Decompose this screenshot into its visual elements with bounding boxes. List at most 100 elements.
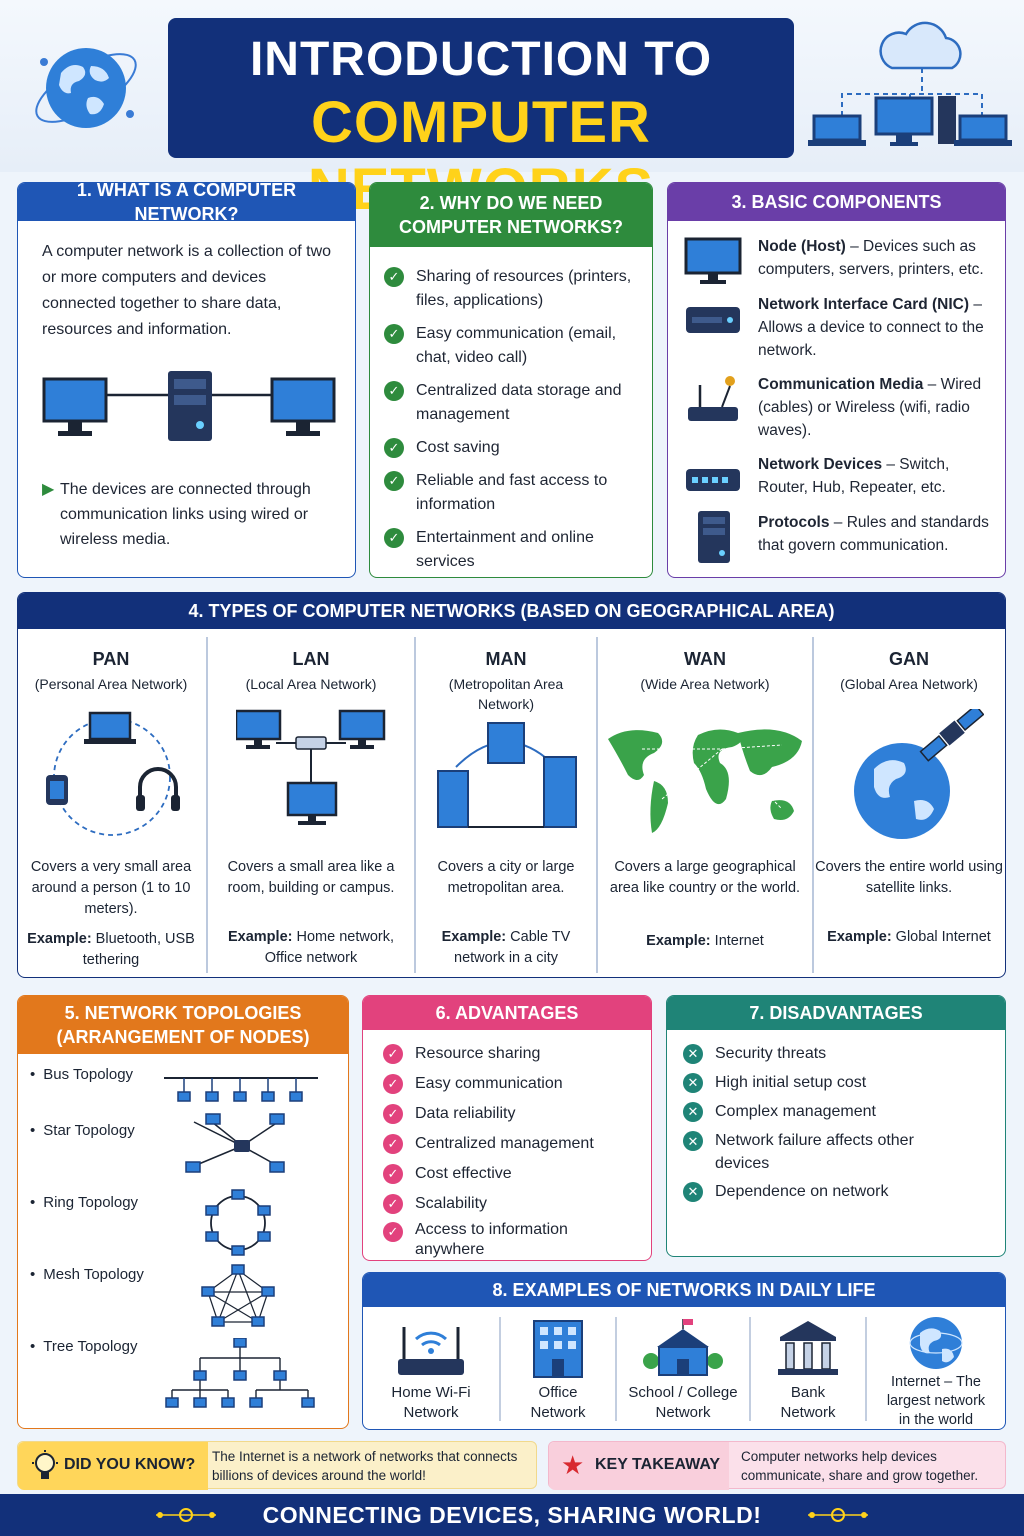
title-banner: INTRODUCTION TO COMPUTER NETWORKS bbox=[168, 18, 794, 222]
router-antenna-icon bbox=[688, 376, 738, 421]
network-node-icon bbox=[156, 1508, 216, 1522]
example-bank: Bank Network bbox=[751, 1313, 865, 1425]
office-building-icon bbox=[533, 1320, 583, 1378]
checkmark-icon: ✓ bbox=[384, 438, 404, 458]
lan-computers-icon bbox=[236, 709, 386, 825]
mesh-topology-diagram bbox=[201, 1264, 275, 1327]
component-devices: Network Devices – Switch, Router, Hub, R… bbox=[682, 453, 1002, 505]
disadvantage-item: ✕Complex management bbox=[683, 1100, 923, 1124]
section-8-title: 8. EXAMPLES OF NETWORKS IN DAILY LIFE bbox=[363, 1273, 1005, 1307]
section-4-title: 4. TYPES OF COMPUTER NETWORKS (BASED ON … bbox=[18, 593, 1005, 629]
checkmark-icon: ✓ bbox=[383, 1044, 403, 1064]
disadvantage-item: ✕Dependence on network bbox=[683, 1180, 923, 1204]
reason-item: ✓Entertainment and online services bbox=[384, 526, 648, 574]
section-basic-components: 3. BASIC COMPONENTS Node (Host) – Device… bbox=[667, 182, 1006, 578]
cross-icon: ✕ bbox=[683, 1182, 703, 1202]
two-computers-server-icon bbox=[42, 371, 336, 441]
network-type-man: MAN (Metropolitan Area Network) Covers a… bbox=[416, 637, 596, 977]
footer-text: CONNECTING DEVICES, SHARING WORLD! bbox=[262, 1502, 762, 1528]
advantages-list: ✓Resource sharing ✓Easy communication ✓D… bbox=[383, 1042, 645, 1260]
disadvantages-list: ✕Security threats ✕High initial setup co… bbox=[683, 1042, 923, 1204]
cloud-network-icon bbox=[808, 21, 1012, 146]
component-media: Communication Media – Wired (cables) or … bbox=[682, 373, 1002, 442]
network-node-icon bbox=[808, 1508, 868, 1522]
example-home-wifi: Home Wi-Fi Network bbox=[363, 1313, 499, 1425]
section-disadvantages: 7. DISADVANTAGES ✕Security threats ✕High… bbox=[666, 995, 1006, 1257]
advantage-item: ✓Access to information anywhere bbox=[383, 1220, 645, 1260]
bus-topology-diagram bbox=[164, 1077, 318, 1102]
section-1-title: 1. WHAT IS A COMPUTER NETWORK? bbox=[18, 183, 355, 224]
section-7-title: 7. DISADVANTAGES bbox=[667, 996, 1005, 1030]
checkmark-icon: ✓ bbox=[383, 1164, 403, 1184]
bank-icon bbox=[778, 1321, 838, 1375]
reason-item: ✓Reliable and fast access to information bbox=[384, 469, 648, 517]
world-map-icon bbox=[608, 729, 802, 833]
wifi-router-icon bbox=[398, 1327, 464, 1375]
section-network-types: 4. TYPES OF COMPUTER NETWORKS (BASED ON … bbox=[17, 592, 1006, 978]
key-takeaway-text: Computer networks help devices communica… bbox=[741, 1449, 979, 1483]
key-takeaway-box: ★ KEY TAKEAWAY Computer networks help de… bbox=[548, 1441, 1006, 1490]
globe-icon bbox=[35, 48, 137, 128]
advantage-item: ✓Easy communication bbox=[383, 1072, 645, 1096]
cross-icon: ✕ bbox=[683, 1102, 703, 1122]
network-type-wan: WAN (Wide Area Network) Covers a large g… bbox=[598, 637, 812, 977]
section-3-title: 3. BASIC COMPONENTS bbox=[668, 183, 1005, 221]
topology-ring-label: Ring Topology bbox=[30, 1194, 138, 1211]
topology-star-label: Star Topology bbox=[30, 1122, 134, 1139]
reason-item: ✓Sharing of resources (printers, files, … bbox=[384, 265, 648, 313]
pan-devices-icon bbox=[46, 711, 180, 836]
did-you-know-box: DID YOU KNOW? The Internet is a network … bbox=[17, 1441, 537, 1490]
advantage-item: ✓Resource sharing bbox=[383, 1042, 645, 1066]
example-office: Office Network bbox=[501, 1313, 615, 1425]
checkmark-icon: ✓ bbox=[383, 1222, 403, 1242]
reasons-list: ✓Sharing of resources (printers, files, … bbox=[384, 265, 648, 574]
star-topology-diagram bbox=[185, 1113, 285, 1173]
checkmark-icon: ✓ bbox=[384, 267, 404, 287]
checkmark-icon: ✓ bbox=[384, 324, 404, 344]
footer-banner: CONNECTING DEVICES, SHARING WORLD! bbox=[0, 1494, 1024, 1536]
title-line-1: INTRODUCTION TO bbox=[249, 33, 713, 86]
triangle-bullet-icon: ▶ bbox=[42, 481, 55, 498]
did-you-know-label: DID YOU KNOW? bbox=[64, 1456, 196, 1473]
internet-globe-icon bbox=[909, 1317, 963, 1369]
city-buildings-icon bbox=[437, 722, 577, 828]
tree-topology-diagram bbox=[165, 1338, 315, 1408]
nic-card-icon bbox=[686, 307, 740, 333]
checkmark-icon: ✓ bbox=[383, 1194, 403, 1214]
topology-tree-label: Tree Topology bbox=[30, 1338, 137, 1355]
disadvantage-item: ✕Network failure affects other devices bbox=[683, 1129, 923, 1175]
example-internet: Internet – The largest network in the wo… bbox=[867, 1313, 1005, 1428]
switch-icon bbox=[686, 469, 740, 491]
section-daily-examples: 8. EXAMPLES OF NETWORKS IN DAILY LIFE Ho… bbox=[362, 1272, 1006, 1430]
reason-item: ✓Easy communication (email, chat, video … bbox=[384, 322, 648, 370]
section-topologies: 5. NETWORK TOPOLOGIES (ARRANGEMENT OF NO… bbox=[17, 995, 349, 1429]
network-type-pan: PAN (Personal Area Network) Covers a ver… bbox=[27, 649, 195, 968]
section-why-need-networks: 2. WHY DO WE NEED COMPUTER NETWORKS? ✓Sh… bbox=[369, 182, 653, 578]
advantage-item: ✓Cost effective bbox=[383, 1162, 645, 1186]
checkmark-icon: ✓ bbox=[383, 1134, 403, 1154]
network-type-gan: GAN (Global Area Network) Covers the ent… bbox=[815, 649, 1003, 945]
section-1-note: The devices are connected through commun… bbox=[60, 481, 311, 548]
checkmark-icon: ✓ bbox=[383, 1074, 403, 1094]
section-6-title: 6. ADVANTAGES bbox=[363, 996, 651, 1030]
disadvantage-item: ✕Security threats bbox=[683, 1042, 923, 1066]
satellite-globe-icon bbox=[854, 709, 984, 839]
reason-item: ✓Centralized data storage and management bbox=[384, 379, 648, 427]
cross-icon: ✕ bbox=[683, 1131, 703, 1151]
star-icon: ★ bbox=[561, 1450, 585, 1480]
section-advantages: 6. ADVANTAGES ✓Resource sharing ✓Easy co… bbox=[362, 995, 652, 1261]
cross-icon: ✕ bbox=[683, 1073, 703, 1093]
section-2-title: 2. WHY DO WE NEED COMPUTER NETWORKS? bbox=[370, 183, 652, 247]
network-type-lan: LAN (Local Area Network) Covers a small … bbox=[227, 649, 395, 966]
key-takeaway-label: KEY TAKEAWAY bbox=[595, 1456, 721, 1473]
section-1-paragraph: A computer network is a collection of tw… bbox=[42, 243, 332, 338]
component-nic: Network Interface Card (NIC) – Allows a … bbox=[682, 293, 1002, 362]
ring-topology-diagram bbox=[205, 1189, 271, 1256]
checkmark-icon: ✓ bbox=[383, 1104, 403, 1124]
header: INTRODUCTION TO COMPUTER NETWORKS bbox=[0, 0, 1024, 222]
topology-mesh-label: Mesh Topology bbox=[30, 1266, 144, 1283]
component-node: Node (Host) – Devices such as computers,… bbox=[682, 235, 1002, 287]
checkmark-icon: ✓ bbox=[384, 528, 404, 548]
section-5-title: 5. NETWORK TOPOLOGIES (ARRANGEMENT OF NO… bbox=[18, 996, 348, 1054]
topology-bus-label: Bus Topology bbox=[30, 1066, 133, 1083]
